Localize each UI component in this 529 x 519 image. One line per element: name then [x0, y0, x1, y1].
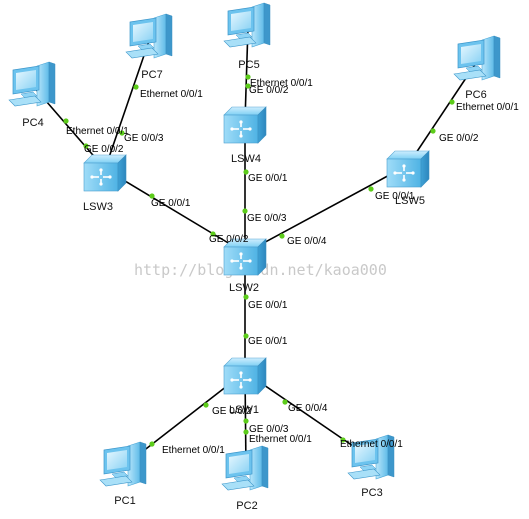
- pc-pc5[interactable]: [223, 2, 271, 48]
- switch-icon: [83, 154, 127, 192]
- port-dot: [243, 294, 249, 300]
- link-lsw5-lsw2: [244, 164, 409, 254]
- port-label: GE 0/0/2: [84, 144, 124, 155]
- computer-icon: [221, 445, 269, 491]
- port-label: GE 0/0/4: [287, 236, 327, 247]
- switch-lsw2[interactable]: [223, 238, 267, 276]
- node-label: PC4: [22, 117, 43, 129]
- port-label: Ethernet 0/0/1: [249, 434, 312, 445]
- port-label: GE 0/0/1: [248, 173, 288, 184]
- port-label: GE 0/0/1: [151, 198, 191, 209]
- node-label: LSW1: [229, 404, 259, 416]
- port-dot: [245, 83, 251, 89]
- pc-pc2[interactable]: [221, 445, 269, 491]
- switch-lsw5[interactable]: [386, 150, 430, 188]
- switch-arrows-icon: [230, 120, 252, 138]
- port-dot: [282, 399, 288, 405]
- port-label: Ethernet 0/0/1: [66, 126, 129, 137]
- pc-pc7[interactable]: [125, 13, 173, 59]
- port-label: Ethernet 0/0/1: [162, 445, 225, 456]
- port-label: GE 0/0/2: [439, 133, 479, 144]
- port-dot: [243, 169, 249, 175]
- link-pc7-lsw3: [104, 37, 151, 170]
- switch-icon: [223, 238, 267, 276]
- computer-icon: [347, 434, 395, 480]
- port-dot: [243, 333, 249, 339]
- port-dot: [243, 418, 249, 424]
- port-label: Ethernet 0/0/1: [140, 89, 203, 100]
- node-label: LSW2: [229, 282, 259, 294]
- pc-pc3[interactable]: [347, 434, 395, 480]
- node-label: PC1: [114, 495, 135, 507]
- port-label: Ethernet 0/0/1: [340, 439, 403, 450]
- port-label: GE 0/0/1: [375, 191, 415, 202]
- switch-lsw1[interactable]: [223, 357, 267, 395]
- node-label: LSW5: [395, 195, 425, 207]
- link-lsw3-lsw2: [104, 168, 246, 254]
- port-dot: [149, 441, 155, 447]
- port-dot: [242, 208, 248, 214]
- port-dot: [368, 186, 374, 192]
- switch-arrows-icon: [393, 164, 415, 182]
- switch-arrows-icon: [90, 168, 112, 186]
- port-dot: [340, 437, 346, 443]
- switch-arrows-icon: [230, 252, 252, 270]
- switch-arrows-icon: [230, 371, 252, 389]
- node-label: PC2: [236, 500, 257, 512]
- port-dot: [83, 143, 89, 149]
- computer-icon: [99, 441, 147, 487]
- port-dot: [119, 130, 125, 136]
- port-label: GE 0/0/2: [212, 406, 252, 417]
- port-dot: [449, 99, 455, 105]
- port-label: Ethernet 0/0/1: [250, 78, 313, 89]
- port-dot: [243, 429, 249, 435]
- port-label: GE 0/0/1: [248, 336, 288, 347]
- computer-icon: [223, 2, 271, 48]
- port-label: Ethernet 0/0/1: [456, 102, 519, 113]
- pc-pc6[interactable]: [453, 35, 501, 81]
- pc-pc1[interactable]: [99, 441, 147, 487]
- switch-icon: [223, 106, 267, 144]
- port-dots-layer: [63, 74, 455, 447]
- node-label: PC6: [465, 89, 486, 101]
- node-label: PC3: [361, 487, 382, 499]
- port-label: GE 0/0/4: [288, 403, 328, 414]
- computer-icon: [453, 35, 501, 81]
- switch-icon: [386, 150, 430, 188]
- computer-icon: [8, 61, 56, 107]
- nodes-layer: [8, 2, 501, 491]
- port-dot: [63, 118, 69, 124]
- link-lsw1-pc3: [244, 371, 373, 460]
- port-dot: [210, 231, 216, 237]
- port-dot: [430, 128, 436, 134]
- port-label: GE 0/0/2: [209, 234, 249, 245]
- port-dot: [203, 402, 209, 408]
- computer-icon: [125, 13, 173, 59]
- port-label: GE 0/0/3: [124, 133, 164, 144]
- switch-lsw4[interactable]: [223, 106, 267, 144]
- switch-icon: [223, 357, 267, 395]
- port-dot: [133, 84, 139, 90]
- port-label: GE 0/0/2: [249, 85, 289, 96]
- node-label: PC7: [141, 69, 162, 81]
- node-label: PC5: [238, 59, 259, 71]
- port-dot: [279, 233, 285, 239]
- port-dot: [245, 74, 251, 80]
- port-label: GE 0/0/1: [248, 300, 288, 311]
- port-label: GE 0/0/3: [249, 424, 289, 435]
- node-label: LSW4: [231, 153, 261, 165]
- port-dot: [149, 193, 155, 199]
- switch-lsw3[interactable]: [83, 154, 127, 192]
- port-label: GE 0/0/3: [247, 213, 287, 224]
- pc-pc4[interactable]: [8, 61, 56, 107]
- node-label: LSW3: [83, 201, 113, 213]
